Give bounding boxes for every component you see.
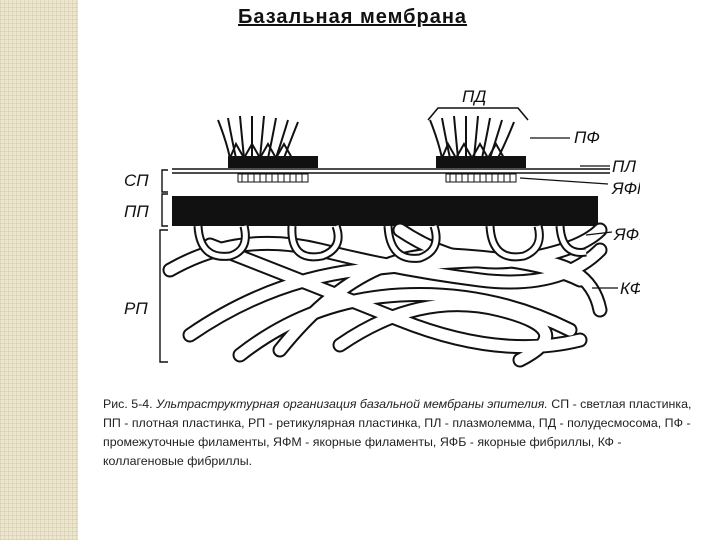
figure-caption: Рис. 5-4. Ультраструктурная организация … [103, 395, 703, 471]
hemidesmosome-plaque-right [436, 156, 526, 168]
label-rp: РП [124, 299, 148, 318]
caption-lead: Рис. 5-4. [103, 397, 153, 411]
label-pp: ПП [124, 202, 149, 221]
anchoring-filaments [238, 174, 516, 182]
label-yafm: ЯФМ [611, 179, 640, 198]
slide-title: Базальная мембрана [238, 6, 467, 29]
label-pf: ПФ [574, 128, 600, 147]
intermediate-filaments-right [430, 116, 514, 158]
label-pd: ПД [462, 87, 486, 106]
decorative-side-strip [0, 0, 78, 540]
label-pl: ПЛ [612, 157, 636, 176]
label-sp: СП [124, 171, 149, 190]
yafm-pointer [520, 178, 608, 184]
caption-title: Ультраструктурная организация базальной … [156, 397, 548, 411]
lamina-densa [172, 196, 598, 226]
label-yafb: ЯФБ [613, 225, 640, 244]
basement-membrane-diagram: ПД ПФ ПЛ СП ЯФМ ПП ЯФБ КФ РП [100, 80, 640, 380]
label-kf: КФ [620, 279, 640, 298]
intermediate-filaments-left [218, 116, 298, 158]
hemidesmosome-plaque-left [228, 156, 318, 168]
